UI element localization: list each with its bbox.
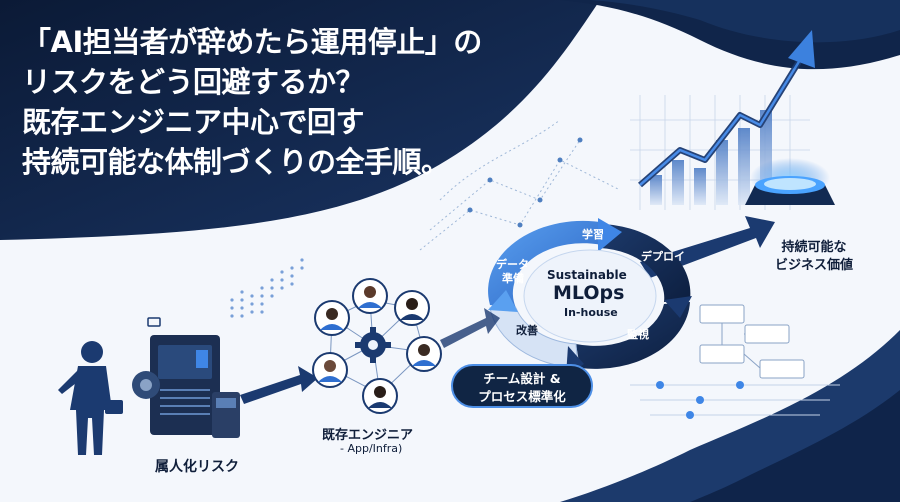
engineer-avatars — [312, 278, 442, 414]
flow-arrow-middle — [440, 308, 500, 348]
step-monitor: 監視 — [627, 328, 649, 341]
gear-icon — [355, 327, 391, 363]
headline-line-3: 既存エンジニア中心で回す — [22, 105, 365, 139]
team-design-badge: チーム設計 & プロセス標準化 — [451, 364, 593, 408]
workflow-diagram — [630, 304, 840, 419]
headline-line-1: 「AI担当者が辞めたら運用停止」の — [22, 25, 482, 59]
headline-line-4: 持続可能な体制づくりの全手順。 — [22, 145, 450, 179]
step-data-prep-1: データ — [496, 258, 529, 271]
dot-markers — [467, 137, 583, 228]
headline-line-2: リスクをどう回避するか？ — [22, 65, 365, 99]
flow-arrow-left — [240, 366, 318, 404]
glowing-pedestal — [745, 158, 835, 205]
engineers-sublabel: - App/Infra) — [340, 442, 403, 455]
mlops-center-line3: In-house — [564, 306, 618, 319]
value-label-line2: ビジネス価値 — [774, 258, 853, 273]
server-machine-icon — [132, 317, 240, 438]
team-badge-line2: プロセス標準化 — [478, 389, 566, 404]
engineers-label: 既存エンジニア — [322, 428, 414, 443]
step-data-prep-2: 準備 — [502, 272, 524, 285]
step-learn: 学習 — [582, 228, 604, 241]
person-silhouette-icon — [58, 341, 123, 455]
step-deploy: デプロイ — [641, 250, 685, 263]
team-badge-line1: チーム設計 & — [483, 371, 561, 386]
navy-background-shape — [0, 0, 600, 240]
silo-risk-label: 属人化リスク — [155, 459, 239, 475]
dot-columns — [230, 258, 304, 318]
growth-chart — [630, 30, 815, 210]
mlops-center-line1: Sustainable — [547, 268, 627, 282]
step-improve: 改善 — [516, 324, 538, 337]
value-label-line1: 持続可能な — [781, 240, 847, 255]
headline: 「AI担当者が辞めたら運用停止」の リスクをどう回避するか？ 既存エンジニア中心… — [22, 22, 482, 182]
mlops-center-line2: MLOps — [553, 282, 625, 304]
